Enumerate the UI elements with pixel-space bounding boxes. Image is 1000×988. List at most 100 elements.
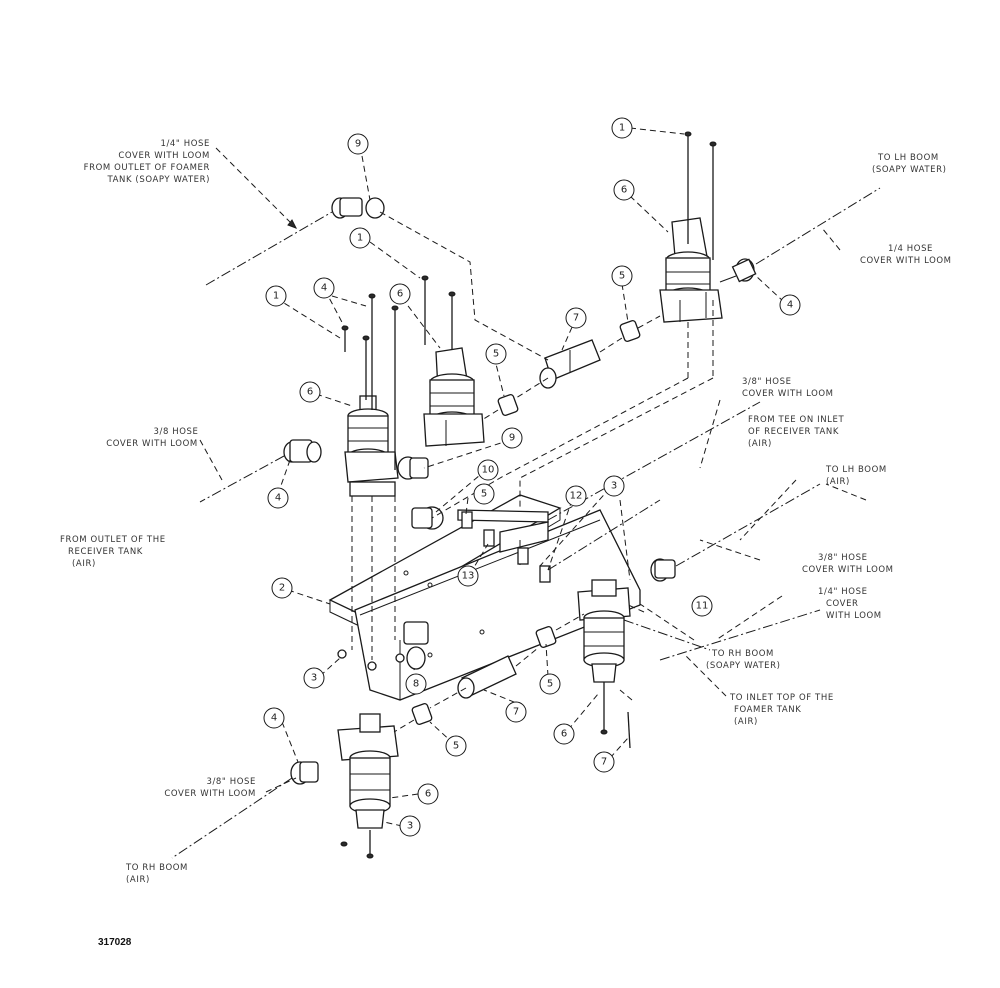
callout-6-center: 6 <box>389 283 411 305</box>
svg-text:6: 6 <box>307 387 313 398</box>
svg-text:11: 11 <box>696 601 709 612</box>
callout-3-bottom: 3 <box>399 815 421 837</box>
svg-text:COVER WITH LOOM: COVER WITH LOOM <box>802 565 894 575</box>
note-to-lh-boom-air: TO LH BOOM (AIR) <box>825 465 887 487</box>
hose-routing-lines <box>171 187 881 859</box>
callout-4-left-fitting: 4 <box>267 487 289 509</box>
svg-text:4: 4 <box>271 713 277 724</box>
svg-text:FROM OUTLET OF FOAMER: FROM OUTLET OF FOAMER <box>84 163 210 173</box>
drawing-number: 317028 <box>98 937 132 948</box>
svg-text:1: 1 <box>619 123 625 134</box>
note-hose-38-lower: 3/8" HOSE COVER WITH LOOM <box>164 777 256 799</box>
callout-1-left: 1 <box>265 285 287 307</box>
svg-text:TANK (SOAPY WATER): TANK (SOAPY WATER) <box>106 175 210 185</box>
screws-left <box>341 293 399 660</box>
elbow-fitting-top-left <box>331 197 385 219</box>
svg-text:COVER WITH LOOM: COVER WITH LOOM <box>860 256 952 266</box>
hose-clamps <box>461 511 551 583</box>
callout-6-bottom: 6 <box>417 783 439 805</box>
svg-text:4: 4 <box>275 493 281 504</box>
svg-text:1: 1 <box>357 233 363 244</box>
callout-3-plate: 3 <box>303 667 325 689</box>
fitting-upper-right <box>719 258 757 283</box>
callout-1-top-right: 1 <box>611 117 633 139</box>
svg-text:TO RH BOOM: TO RH BOOM <box>711 649 774 659</box>
svg-text:(SOAPY WATER): (SOAPY WATER) <box>872 165 947 175</box>
svg-text:1: 1 <box>273 291 279 302</box>
note-hose-14-cover: 1/4" HOSE COVER WITH LOOM <box>818 587 881 621</box>
callout-7-bottom-right: 7 <box>593 751 615 773</box>
svg-text:6: 6 <box>621 185 627 196</box>
svg-text:5: 5 <box>547 679 553 690</box>
bracket-rail <box>457 509 549 565</box>
note-to-rh-boom-air: TO RH BOOM (AIR) <box>125 863 187 885</box>
callout-4-bottom-left: 4 <box>263 707 285 729</box>
note-hose-14-foamer: 1/4" HOSE COVER WITH LOOM FROM OUTLET OF… <box>84 139 210 185</box>
callout-1-upper-center: 1 <box>349 227 371 249</box>
svg-text:(AIR): (AIR) <box>748 439 772 449</box>
tee-fitting-lower <box>457 655 517 699</box>
svg-text:12: 12 <box>570 491 583 502</box>
leader-lines <box>199 127 867 827</box>
svg-text:3: 3 <box>611 481 617 492</box>
svg-text:5: 5 <box>481 489 487 500</box>
svg-text:FROM TEE ON INLET: FROM TEE ON INLET <box>748 415 844 425</box>
solenoid-valve-upper-right <box>659 217 723 323</box>
note-hose-38-upper: 3/8" HOSE COVER WITH LOOM <box>742 377 834 399</box>
fitting-right <box>650 558 676 582</box>
svg-text:FROM OUTLET OF THE: FROM OUTLET OF THE <box>60 535 166 545</box>
svg-text:(AIR): (AIR) <box>826 477 850 487</box>
svg-text:(AIR): (AIR) <box>126 875 150 885</box>
svg-text:6: 6 <box>561 729 567 740</box>
svg-text:OF RECEIVER TANK: OF RECEIVER TANK <box>748 427 839 437</box>
svg-text:TO LH BOOM: TO LH BOOM <box>825 465 887 475</box>
svg-text:FOAMER TANK: FOAMER TANK <box>734 705 801 715</box>
callout-5-center: 5 <box>485 343 507 365</box>
callout-10-center: 10 <box>477 459 499 481</box>
svg-text:7: 7 <box>573 313 579 324</box>
note-hose-38-right: 3/8" HOSE COVER WITH LOOM <box>802 553 894 575</box>
callout-2-plate: 2 <box>271 577 293 599</box>
solenoid-valve-right-lower <box>577 579 631 683</box>
svg-text:13: 13 <box>462 571 475 582</box>
svg-text:COVER WITH LOOM: COVER WITH LOOM <box>742 389 834 399</box>
callout-7-lower: 7 <box>505 701 527 723</box>
callout-5-upper-right: 5 <box>611 265 633 287</box>
svg-text:RECEIVER TANK: RECEIVER TANK <box>68 547 143 557</box>
fitting-bottom-left <box>290 761 319 785</box>
screws-upper-center <box>421 275 456 350</box>
note-hose-38-left: 3/8 HOSE COVER WITH LOOM <box>106 427 198 449</box>
callout-9-center: 9 <box>501 427 523 449</box>
svg-text:COVER WITH LOOM: COVER WITH LOOM <box>118 151 210 161</box>
note-from-tee-receiver: FROM TEE ON INLET OF RECEIVER TANK (AIR) <box>748 415 844 449</box>
callout-5-bottom: 5 <box>445 735 467 757</box>
elbow-lower-center <box>403 621 429 670</box>
svg-text:TO INLET TOP OF THE: TO INLET TOP OF THE <box>729 693 834 703</box>
elbow-fitting-left <box>283 439 322 463</box>
svg-text:5: 5 <box>493 349 499 360</box>
screws-upper-right <box>684 131 717 378</box>
svg-text:COVER WITH LOOM: COVER WITH LOOM <box>164 789 256 799</box>
plate-small-fittings <box>337 649 405 671</box>
callout-12-center: 12 <box>565 485 587 507</box>
callout-4-left: 4 <box>313 277 335 299</box>
solenoid-valve-bottom <box>337 713 399 829</box>
svg-text:TO LH BOOM: TO LH BOOM <box>877 153 939 163</box>
svg-text:8: 8 <box>413 679 419 690</box>
svg-text:7: 7 <box>513 707 519 718</box>
callout-5-center-lower: 5 <box>473 483 495 505</box>
callout-6-lower-right: 6 <box>553 723 575 745</box>
callout-4-upper-right: 4 <box>779 294 801 316</box>
svg-text:3: 3 <box>407 821 413 832</box>
svg-text:4: 4 <box>787 300 793 311</box>
note-to-inlet-foamer: TO INLET TOP OF THE FOAMER TANK (AIR) <box>729 693 834 727</box>
svg-text:3/8" HOSE: 3/8" HOSE <box>742 377 792 387</box>
svg-text:7: 7 <box>601 757 607 768</box>
callout-6-left: 6 <box>299 381 321 403</box>
screws-right-lower <box>600 682 631 749</box>
svg-text:3: 3 <box>311 673 317 684</box>
svg-text:6: 6 <box>397 289 403 300</box>
svg-text:1/4" HOSE: 1/4" HOSE <box>160 139 210 149</box>
svg-text:9: 9 <box>509 433 515 444</box>
